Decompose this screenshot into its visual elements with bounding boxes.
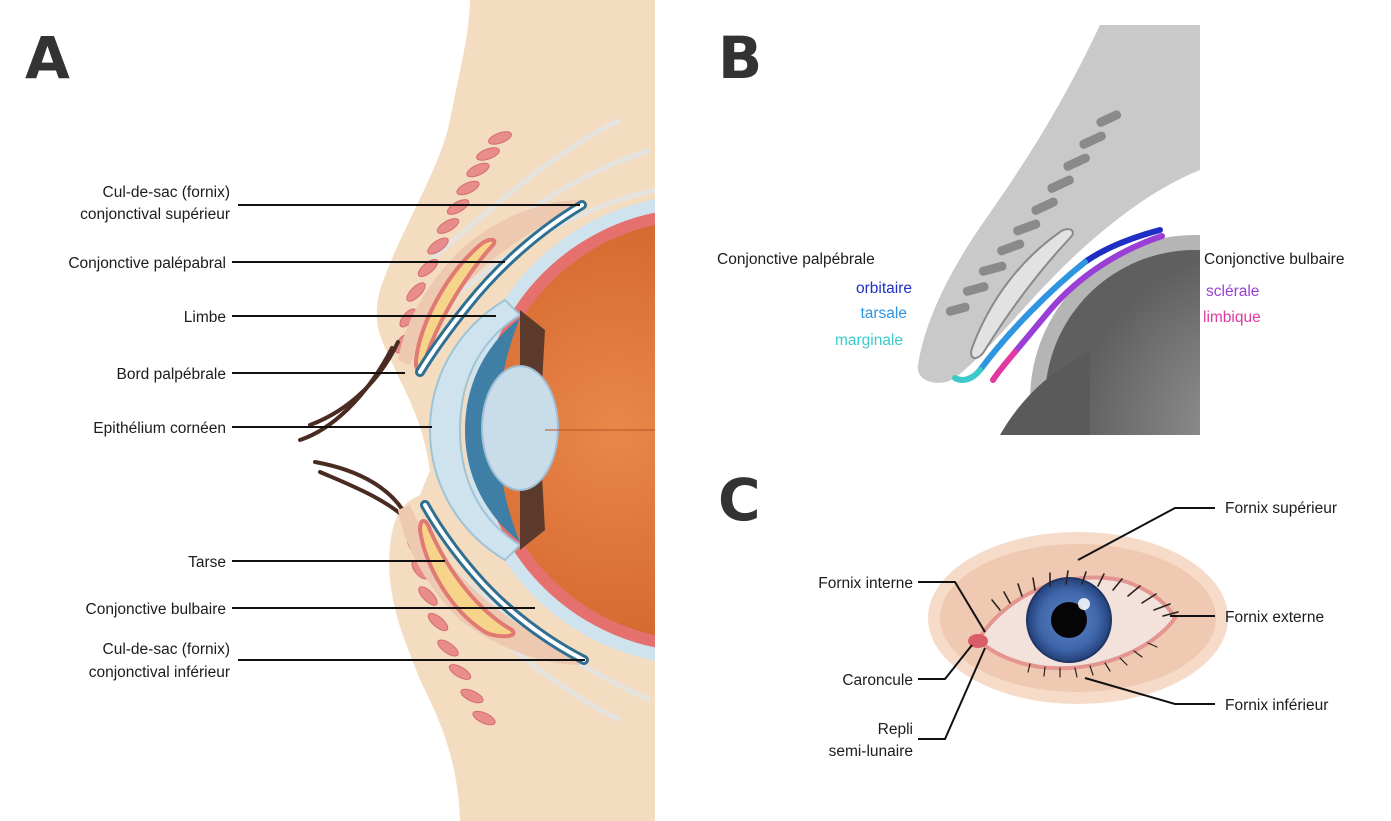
pupil-highlight [1078, 598, 1090, 610]
label-sclerale: sclérale [1206, 283, 1259, 300]
label-fornix-sup-line2: conjonctival supérieur [80, 206, 230, 223]
panel-c-letter: C [718, 466, 761, 534]
label-fornix-inferieur: Fornix inférieur [1225, 697, 1328, 714]
label-fornix-inf-line1: Cul-de-sac (fornix) [103, 641, 230, 658]
label-fornix-inf-line2: conjonctival inférieur [89, 664, 230, 681]
panel-a: A Cul-de-sac (fornix) conjonctival supér… [25, 0, 935, 821]
panel-c: C Fornix supérieur Fornix interne Fornix… [718, 466, 1337, 760]
label-caroncule: Caroncule [842, 672, 913, 689]
label-repli-line1: Repli [878, 721, 913, 738]
label-fornix-sup-line1: Cul-de-sac (fornix) [103, 184, 230, 201]
label-marginale: marginale [835, 332, 903, 349]
label-limbique: limbique [1203, 309, 1261, 326]
label-limbe: Limbe [184, 309, 226, 326]
panel-b: B Conjonctive palpébrale orbitaire tarsa… [717, 24, 1360, 565]
label-repli-line2: semi-lunaire [829, 743, 913, 760]
label-fornix-externe: Fornix externe [1225, 609, 1324, 626]
panel-b-illustration [868, 25, 1360, 565]
label-orbitaire: orbitaire [856, 280, 912, 297]
label-fornix-superieur: Fornix supérieur [1225, 500, 1337, 517]
label-tarsale: tarsale [860, 305, 907, 322]
label-tarse: Tarse [188, 554, 226, 571]
lens [482, 366, 558, 490]
label-conjonctive-palepabral: Conjonctive palépabral [68, 255, 226, 272]
panel-a-letter: A [25, 24, 70, 92]
label-epithelium-corneen: Epithélium cornéen [93, 420, 226, 437]
label-conjonctive-bulbaire-a: Conjonctive bulbaire [86, 601, 226, 618]
label-fornix-interne: Fornix interne [818, 575, 913, 592]
label-conjonctive-bulbaire-b: Conjonctive bulbaire [1204, 251, 1344, 268]
panel-b-letter: B [718, 24, 762, 92]
label-bord-palpebrale: Bord palpébrale [117, 366, 226, 383]
label-conjonctive-palpebrale: Conjonctive palpébrale [717, 251, 875, 268]
